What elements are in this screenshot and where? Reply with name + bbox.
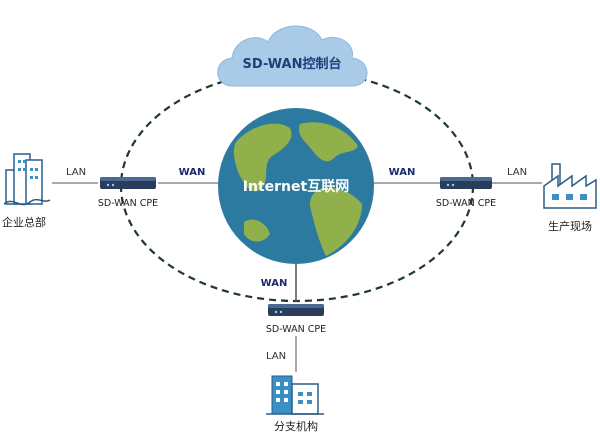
wan-label-right: WAN: [389, 167, 416, 178]
wan-label-bottom: WAN: [261, 278, 288, 289]
wan-label-left: WAN: [179, 167, 206, 178]
lan-label-bottom: LAN: [266, 351, 286, 362]
cpe-device-bottom-icon: [268, 304, 324, 316]
cpe-right-label: SD-WAN CPE: [436, 198, 496, 209]
lan-label-right: LAN: [507, 167, 527, 178]
factory-label: 生产现场: [548, 219, 592, 233]
cpe-bottom-label: SD-WAN CPE: [266, 324, 326, 335]
globe-icon: [218, 108, 374, 264]
cpe-device-right-icon: [440, 177, 492, 189]
cloud-icon: [217, 25, 368, 87]
cloud-label: SD-WAN控制台: [243, 56, 342, 72]
hq-label: 企业总部: [2, 215, 46, 229]
cpe-device-left-icon: [100, 177, 156, 189]
branch-office-icon: [266, 375, 324, 415]
hq-building-icon: [3, 153, 51, 206]
cpe-left-label: SD-WAN CPE: [98, 198, 158, 209]
lan-label-left: LAN: [66, 167, 86, 178]
branch-label: 分支机构: [274, 419, 318, 432]
globe-label: Internet互联网: [243, 179, 349, 195]
factory-icon: [543, 163, 597, 209]
